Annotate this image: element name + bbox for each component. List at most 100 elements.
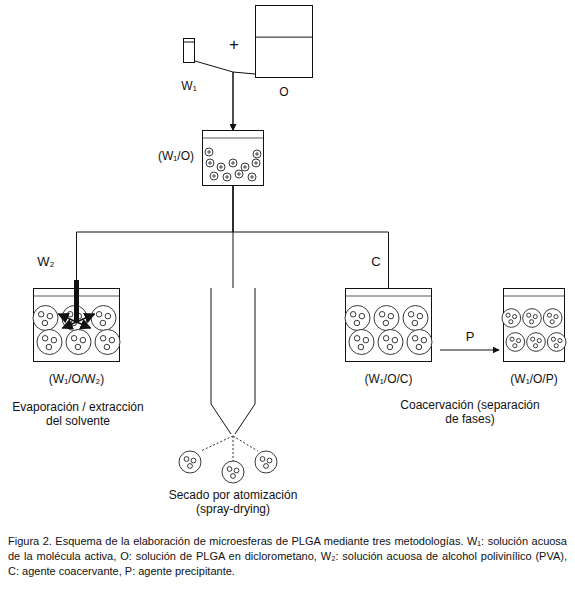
microsphere bbox=[349, 330, 374, 355]
phase-label: Evaporación / extracción del solvente bbox=[8, 400, 148, 429]
inner-droplet bbox=[80, 337, 86, 343]
microsphere bbox=[33, 306, 58, 331]
precipitation-beaker: (W₁/O/P) bbox=[503, 288, 565, 362]
cap-line bbox=[183, 42, 195, 43]
inner-droplet bbox=[51, 337, 57, 343]
microsphere bbox=[527, 333, 546, 352]
inner-droplet bbox=[554, 315, 558, 319]
connector bbox=[233, 186, 389, 288]
inner-droplet bbox=[234, 468, 239, 473]
inner-droplet bbox=[517, 339, 521, 343]
inner-droplet bbox=[533, 315, 537, 319]
phase-label: W₁ bbox=[181, 79, 196, 93]
inner-droplet bbox=[109, 337, 115, 343]
inner-droplet bbox=[42, 336, 48, 342]
inner-droplet bbox=[550, 320, 554, 324]
connector bbox=[77, 186, 234, 288]
connector bbox=[440, 350, 499, 351]
inner-droplet bbox=[417, 313, 423, 319]
flow-arrow bbox=[77, 314, 95, 322]
liquid-level bbox=[202, 138, 264, 139]
double-emulsion-beaker: (W₁/O/W₂)Evaporación / extracción del so… bbox=[33, 288, 120, 362]
inner-droplet bbox=[527, 313, 531, 317]
droplet-circle bbox=[241, 163, 249, 171]
droplet-dot bbox=[208, 151, 210, 153]
inner-droplet bbox=[383, 320, 389, 326]
inner-droplet bbox=[75, 344, 81, 350]
microsphere bbox=[374, 306, 399, 331]
flow-arrow bbox=[63, 322, 77, 328]
phase-label: (W₁/O/W₂) bbox=[49, 372, 104, 386]
shape-outline bbox=[183, 38, 195, 63]
inner-droplet bbox=[513, 344, 517, 348]
inner-droplet bbox=[392, 337, 398, 343]
inner-droplet bbox=[184, 457, 189, 462]
inner-droplet bbox=[191, 458, 196, 463]
aqueous-vial: W₁ bbox=[183, 38, 195, 63]
inner-droplet bbox=[531, 337, 535, 341]
inner-droplet bbox=[358, 344, 364, 350]
container-outline bbox=[203, 131, 264, 186]
shape-outline bbox=[33, 288, 120, 362]
inner-droplet bbox=[350, 312, 356, 318]
spray-particle bbox=[222, 461, 244, 483]
inner-droplet bbox=[558, 339, 562, 343]
microsphere bbox=[547, 333, 566, 352]
inner-droplet bbox=[100, 336, 106, 342]
shape-outline bbox=[255, 5, 313, 78]
droplet-dot bbox=[209, 162, 211, 164]
droplet-dot bbox=[213, 175, 215, 177]
inner-droplet bbox=[412, 336, 418, 342]
spray-line bbox=[233, 436, 234, 461]
inner-droplet bbox=[412, 320, 418, 326]
reagent-label: C bbox=[369, 254, 382, 270]
inner-droplet bbox=[42, 320, 48, 326]
flow-arrow bbox=[59, 314, 77, 322]
spray-particle bbox=[179, 451, 201, 473]
method-caption: Coacervación (separación de fases) bbox=[400, 398, 540, 427]
container-outline bbox=[184, 39, 195, 63]
microsphere bbox=[407, 330, 432, 355]
inner-droplet bbox=[359, 313, 365, 319]
inner-droplet bbox=[71, 336, 77, 342]
spray-particle bbox=[255, 451, 277, 473]
inner-droplet bbox=[387, 344, 393, 350]
inner-droplet bbox=[47, 313, 53, 319]
droplet-circle bbox=[223, 173, 231, 181]
droplet-dot bbox=[256, 153, 258, 155]
spray-line bbox=[201, 436, 233, 451]
inner-droplet bbox=[388, 313, 394, 319]
connector bbox=[233, 72, 255, 130]
inner-droplet bbox=[554, 344, 558, 348]
method-caption: Secado por atomización (spray-drying) bbox=[158, 488, 308, 517]
inner-droplet bbox=[38, 312, 44, 318]
emulsion-beaker: (W₁/O) bbox=[202, 130, 264, 186]
figure-caption: Figura 2. Esquema de la elaboración de m… bbox=[8, 534, 567, 579]
microsphere bbox=[378, 330, 403, 355]
organic-container: O bbox=[255, 5, 313, 78]
inner-droplet bbox=[509, 320, 513, 324]
shape-outline bbox=[345, 288, 432, 362]
inner-droplet bbox=[506, 313, 510, 317]
droplet-dot bbox=[244, 166, 246, 168]
droplet-dot bbox=[220, 166, 222, 168]
spray-line bbox=[233, 436, 258, 451]
shape-outline bbox=[202, 130, 264, 186]
inner-droplet bbox=[96, 312, 102, 318]
inner-droplet bbox=[260, 457, 265, 462]
inner-droplet bbox=[264, 464, 269, 469]
droplet-dot bbox=[251, 176, 253, 178]
inner-droplet bbox=[227, 467, 232, 472]
phase-label: O bbox=[279, 85, 288, 99]
microsphere bbox=[91, 306, 116, 331]
container-outline bbox=[256, 6, 313, 78]
microsphere bbox=[66, 330, 91, 355]
droplet-circle bbox=[210, 172, 218, 180]
droplet-dot bbox=[232, 162, 234, 164]
microsphere bbox=[403, 306, 428, 331]
dryer-outline bbox=[211, 288, 255, 434]
plus-sign: + bbox=[229, 35, 239, 55]
inner-droplet bbox=[537, 339, 541, 343]
liquid-level bbox=[345, 296, 432, 297]
